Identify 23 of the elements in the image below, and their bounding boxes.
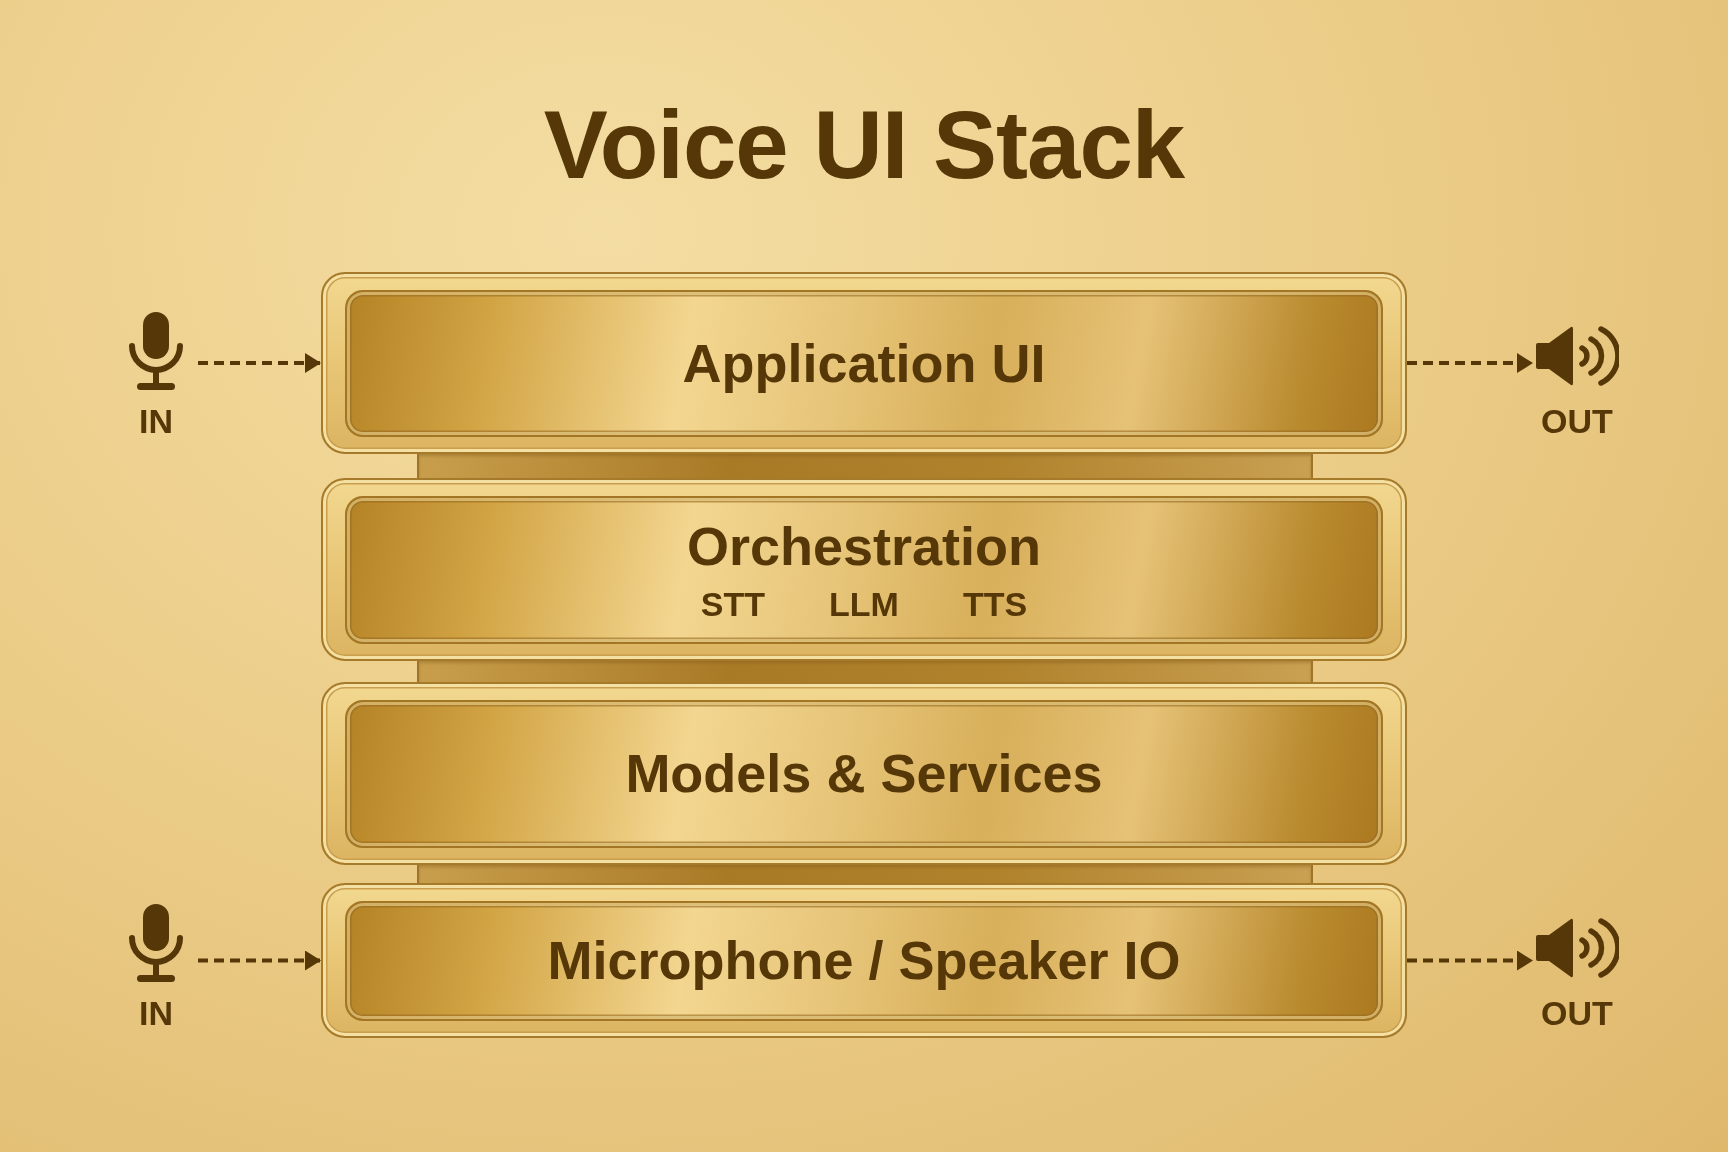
stack-connector-bar xyxy=(417,865,1313,883)
io-label: OUT xyxy=(1541,404,1613,438)
io-label: IN xyxy=(139,404,173,438)
dashed-arrow xyxy=(198,353,321,373)
component-label: STT xyxy=(700,586,766,624)
component-label: TTS xyxy=(962,586,1028,624)
dashed-arrow xyxy=(1407,353,1533,373)
layer-box xyxy=(321,272,1407,454)
stack-connector-bar xyxy=(417,454,1313,478)
layer-title: Application UI xyxy=(682,333,1046,394)
component-label: LLM xyxy=(829,586,899,624)
dashed-arrow xyxy=(1407,950,1533,971)
layer-title: Orchestration xyxy=(686,516,1042,576)
io-label: OUT xyxy=(1541,996,1613,1030)
diagram-title: Voice UI Stack xyxy=(543,92,1185,198)
io-label: IN xyxy=(139,996,173,1030)
layer-title: Models & Services xyxy=(625,744,1103,804)
dashed-arrow xyxy=(198,950,321,971)
layer-box xyxy=(321,478,1407,661)
layer-title: Microphone / Speaker IO xyxy=(547,931,1181,991)
layer-box xyxy=(321,682,1407,865)
stack-connector-bar xyxy=(417,661,1313,682)
layer-box xyxy=(321,883,1407,1038)
